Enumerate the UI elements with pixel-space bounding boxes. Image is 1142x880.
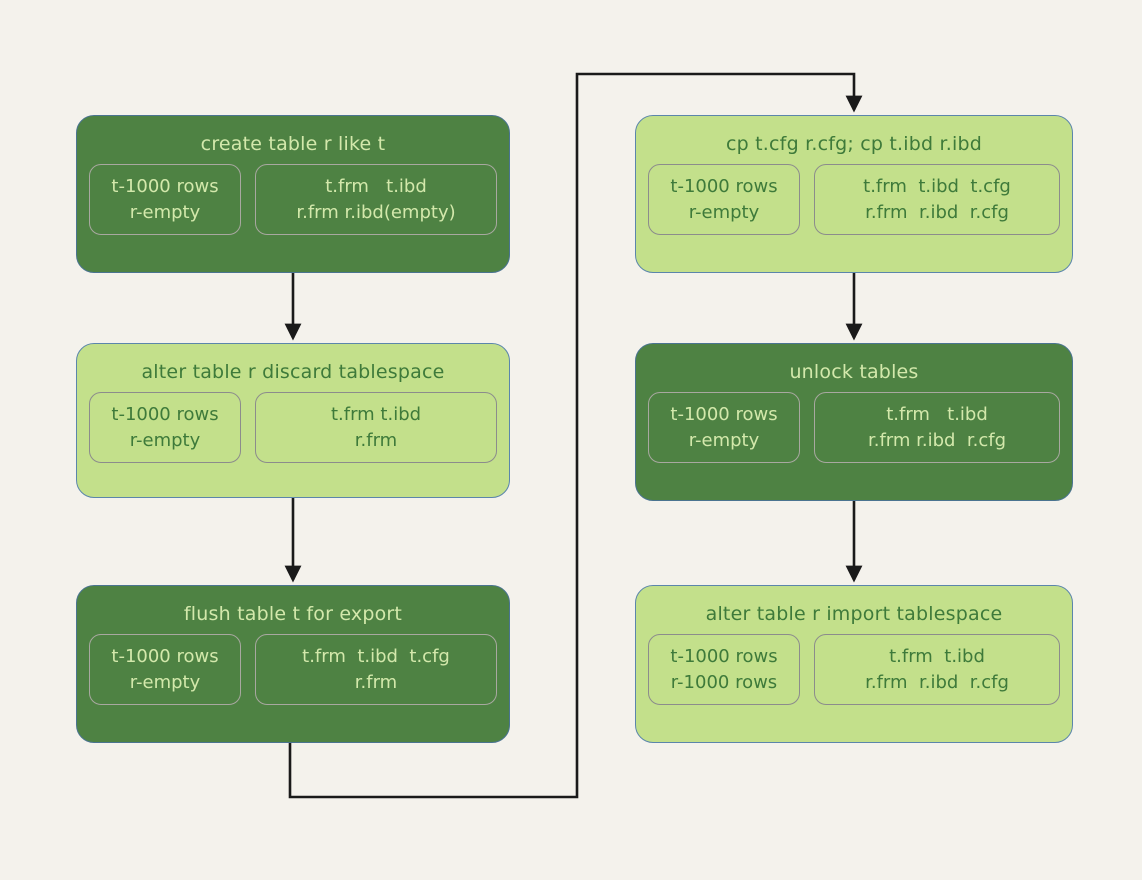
state-line: t-1000 rows: [670, 176, 778, 197]
node-slots: t-1000 rows r-empty t.frm t.ibd r.frm r.…: [636, 392, 1072, 477]
node-title: alter table r import tablespace: [705, 603, 1003, 625]
node-slots: t-1000 rows r-empty t.frm t.ibd t.cfg r.…: [77, 634, 509, 719]
state-line: r-empty: [129, 671, 201, 693]
state-slot: t-1000 rows r-empty: [648, 164, 800, 236]
node-slots: t-1000 rows r-empty t.frm t.ibd t.cfg r.…: [636, 164, 1072, 249]
files-slot: t.frm t.ibd r.frm r.ibd r.cfg: [814, 634, 1060, 706]
files-slot: t.frm t.ibd r.frm r.ibd(empty): [255, 164, 497, 236]
state-line: t-1000 rows: [111, 404, 219, 425]
node-slots: t-1000 rows r-empty t.frm t.ibd r.frm r.…: [77, 164, 509, 249]
files-line: r.frm r.ibd r.cfg: [867, 429, 1007, 451]
files-line: t.frm t.ibd t.cfg: [863, 176, 1011, 197]
state-line: r-1000 rows: [670, 671, 778, 693]
files-line: t.frm t.ibd t.cfg: [302, 646, 450, 667]
node-title: create table r like t: [200, 133, 386, 155]
files-slot: t.frm t.ibd t.cfg r.frm r.ibd r.cfg: [814, 164, 1060, 236]
node-title: flush table t for export: [183, 603, 403, 625]
files-line: t.frm t.ibd: [325, 176, 427, 197]
state-slot: t-1000 rows r-empty: [89, 634, 241, 706]
state-line: t-1000 rows: [670, 646, 778, 667]
node-title: cp t.cfg r.cfg; cp t.ibd r.ibd: [726, 133, 982, 155]
node-alter-table-import-tablespace[interactable]: alter table r import tablespace t-1000 r…: [635, 585, 1073, 743]
files-slot: t.frm t.ibd r.frm r.ibd r.cfg: [814, 392, 1060, 464]
files-line: t.frm t.ibd: [330, 404, 422, 425]
files-line: r.frm r.ibd(empty): [296, 201, 456, 223]
state-slot: t-1000 rows r-empty: [648, 392, 800, 464]
state-slot: t-1000 rows r-empty: [89, 392, 241, 464]
state-slot: t-1000 rows r-1000 rows: [648, 634, 800, 706]
node-title: unlock tables: [789, 361, 919, 383]
node-copy-cfg-and-ibd[interactable]: cp t.cfg r.cfg; cp t.ibd r.ibd t-1000 ro…: [635, 115, 1073, 273]
files-slot: t.frm t.ibd t.cfg r.frm: [255, 634, 497, 706]
files-line: r.frm r.ibd r.cfg: [865, 671, 1009, 693]
node-create-table[interactable]: create table r like t t-1000 rows r-empt…: [76, 115, 510, 273]
state-line: r-empty: [129, 201, 201, 223]
node-flush-table-for-export[interactable]: flush table t for export t-1000 rows r-e…: [76, 585, 510, 743]
files-slot: t.frm t.ibd r.frm: [255, 392, 497, 464]
state-line: r-empty: [129, 429, 201, 451]
node-slots: t-1000 rows r-1000 rows t.frm t.ibd r.fr…: [636, 634, 1072, 719]
node-alter-table-discard-tablespace[interactable]: alter table r discard tablespace t-1000 …: [76, 343, 510, 498]
files-line: r.frm: [354, 429, 398, 451]
files-line: r.frm r.ibd r.cfg: [865, 201, 1009, 223]
state-line: t-1000 rows: [111, 646, 219, 667]
node-slots: t-1000 rows r-empty t.frm t.ibd r.frm: [77, 392, 509, 477]
files-line: r.frm: [354, 671, 398, 693]
state-line: r-empty: [688, 201, 760, 223]
state-line: t-1000 rows: [111, 176, 219, 197]
state-slot: t-1000 rows r-empty: [89, 164, 241, 236]
files-line: t.frm t.ibd: [886, 404, 988, 425]
state-line: r-empty: [688, 429, 760, 451]
state-line: t-1000 rows: [670, 404, 778, 425]
node-title: alter table r discard tablespace: [141, 361, 445, 383]
node-unlock-tables[interactable]: unlock tables t-1000 rows r-empty t.frm …: [635, 343, 1073, 501]
files-line: t.frm t.ibd: [889, 646, 985, 667]
